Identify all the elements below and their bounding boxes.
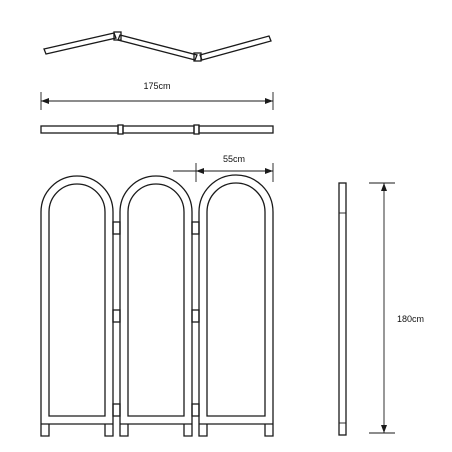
flat-hinge-left [117, 124, 124, 135]
width-total-label: 175cm [143, 81, 170, 91]
panel-width-dimension: 55cm [173, 154, 274, 182]
top-view-folded [43, 31, 272, 62]
panel-width-label: 55cm [223, 154, 245, 164]
flat-hinge-right [193, 124, 200, 135]
width-dimension: 175cm [40, 81, 274, 110]
front-hinges [112, 221, 200, 417]
hinge-right-bottom [191, 403, 200, 417]
flat-panel-left [40, 125, 119, 134]
height-label: 180cm [397, 314, 424, 324]
folded-panel-middle [117, 34, 198, 61]
folded-panel-left [43, 32, 117, 55]
front-panel-left [40, 175, 114, 437]
hinge-top-left [113, 31, 122, 41]
height-dimension: 180cm [369, 182, 424, 434]
hinge-top-right [193, 52, 202, 62]
side-panel [338, 182, 347, 436]
hinge-left-bottom [112, 403, 121, 417]
hinge-left-top [112, 221, 121, 235]
folded-panel-right [199, 35, 272, 61]
flat-panel-middle [122, 125, 195, 134]
front-panel-middle [119, 175, 193, 437]
hinge-right-middle [191, 309, 200, 323]
side-view [338, 182, 347, 436]
top-view-unfolded [40, 124, 274, 135]
front-panel-right [198, 174, 274, 437]
hinge-right-top [191, 221, 200, 235]
flat-panel-right [198, 125, 274, 134]
hinge-left-middle [112, 309, 121, 323]
front-view [40, 174, 274, 437]
